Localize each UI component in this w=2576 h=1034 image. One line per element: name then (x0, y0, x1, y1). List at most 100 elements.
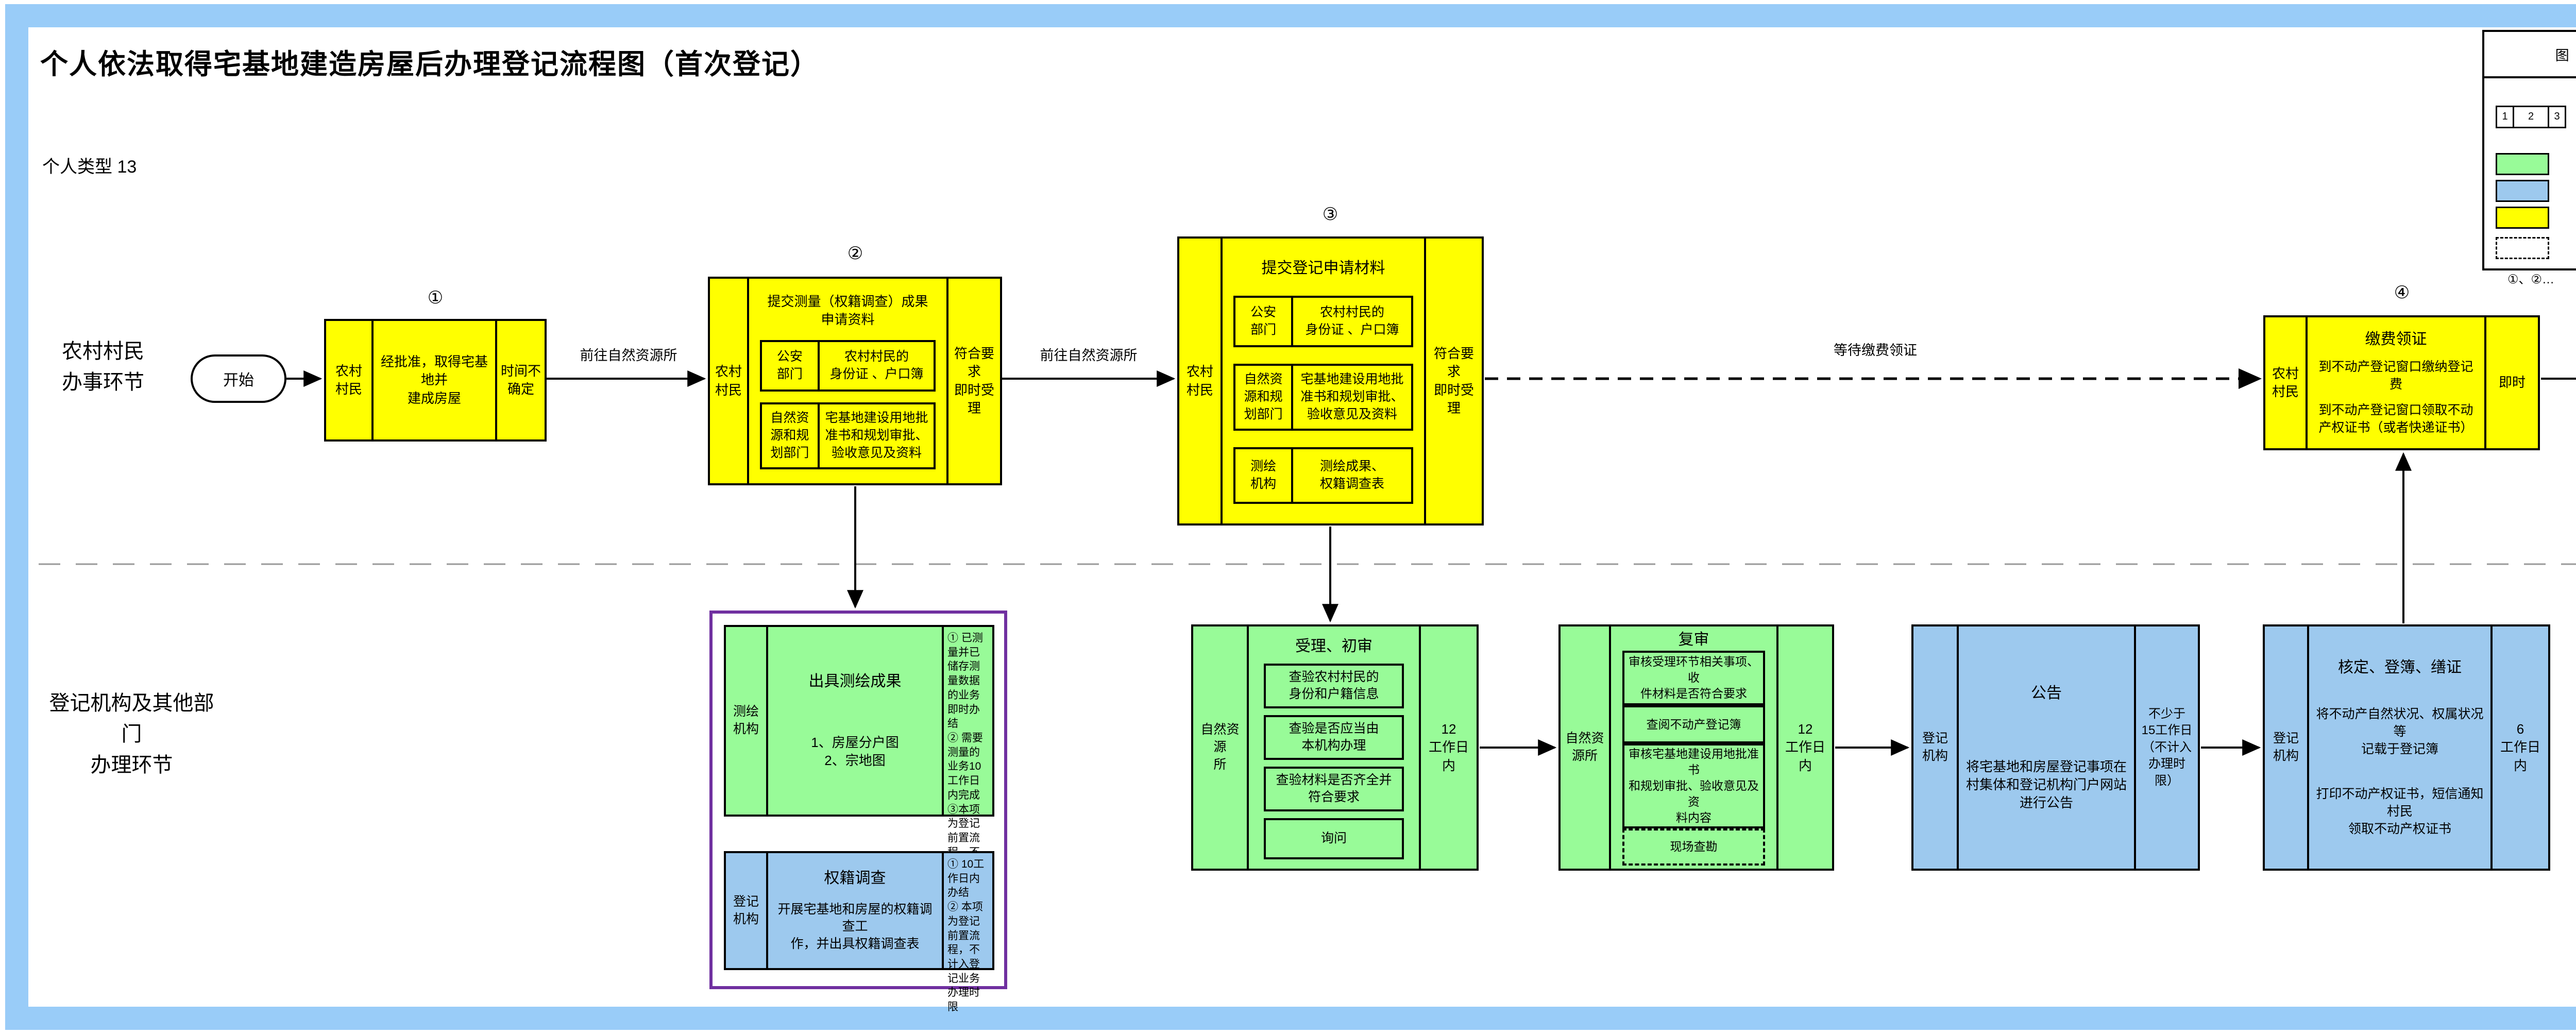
legend-mini-flowbox: 1 2 3 (2496, 105, 2566, 128)
step3-time: 符合要求 即时受理 (1424, 239, 1482, 523)
review-box: 自然资 源所 复审 审核受理环节相关事项、收 件材料是否符合要求 查阅不动产登记… (1558, 624, 1834, 871)
step3-material-1-dept: 自然资 源和规 划部门 (1235, 366, 1294, 429)
step2-material-1-dept: 自然资 源和规 划部门 (762, 404, 820, 467)
legend-mini-2: 2 (2514, 107, 2549, 127)
acceptance-check-1: 查验是否应当由 本机构办理 (1263, 715, 1404, 760)
step3-material-2-item: 测绘成果、 权籍调查表 (1319, 459, 1384, 491)
cadastral-note: ① 10工作日内办结 ② 本项为登记前置流程，不计入登记业务办理时限 (942, 853, 992, 1013)
step2-material-0-item: 农村村民的 身份证 、户口簿 (829, 349, 924, 381)
start-node: 开始 (191, 354, 286, 403)
step3-box: 农村 村民 提交登记申请材料 公安 部门 农村村民的 身份证 、户口簿 自然资 … (1177, 236, 1484, 526)
review-time: 12 工作日 内 (1776, 626, 1832, 869)
review-check-site-optional: 现场查勘 (1622, 828, 1765, 866)
person-type-label: 个人类型 13 (42, 157, 137, 177)
step2-title: 提交测量（权籍调查）成果 申请资料 (767, 294, 928, 328)
review-check-1: 查阅不动产登记簿 (1622, 705, 1765, 744)
announce-content: 将宅基地和房屋登记事项在 村集体和登记机构门户网站 进行公告 (1965, 758, 2127, 810)
review-check-2: 审核宅基地建设用地批准书 和规划审批、验收意见及资 料内容 (1622, 743, 1765, 828)
step4-box: 农村 村民 缴费领证 到不动产登记窗口缴纳登记费 到不动产登记窗口领取不动 产权… (2263, 315, 2540, 450)
step1-time: 时间不 确定 (495, 321, 545, 439)
step3-material-1-item: 宅基地建设用地批准书和规划审批、验收意见及资料 (1300, 372, 1404, 421)
certify-line-0: 将不动产自然状况、权属状况等 记载于登记簿 (2316, 707, 2484, 756)
legend-row-other-dept: 其它部门 (2496, 153, 2576, 176)
certify-time: 6 工作日 内 (2490, 626, 2548, 869)
step1-actor: 农村 村民 (326, 321, 374, 439)
certify-line-1: 打印不动产权证书，短信通知村民 领取不动产权证书 (2316, 787, 2484, 836)
legend-row-seq: ①、②… 办事环节序号 (2496, 269, 2576, 287)
legend-row-optional: 非必要事项，但在特定 情形下需要提交或办理 (2496, 233, 2576, 263)
acceptance-check-2: 查验材料是否齐全并 符合要求 (1263, 766, 1404, 811)
step2-time: 符合要求 即时受理 (946, 279, 1000, 483)
survey-title: 出具测绘成果 (808, 673, 902, 690)
review-check-0: 审核受理环节相关事项、收 件材料是否符合要求 (1622, 650, 1765, 706)
edge-label-wait-fee: 等待缴费领证 (1834, 343, 1917, 358)
lane-label-registry: 登记机构及其他部门 办理环节 (49, 692, 214, 776)
announce-title: 公告 (2031, 685, 2062, 702)
step1-box: 农村 村民 经批准，取得宅基地并 建成房屋 时间不 确定 (324, 319, 547, 442)
cadastral-content: 开展宅基地和房屋的权籍调查工 作，并出具权籍调查表 (777, 902, 933, 952)
legend-swatch-dashed (2496, 237, 2549, 260)
announce-actor: 登记 机构 (1913, 626, 1959, 869)
certify-box: 登记 机构 核定、登簿、缮证 将不动产自然状况、权属状况等 记载于登记簿 打印不… (2263, 624, 2550, 871)
step4-time: 即时 (2484, 317, 2538, 448)
step2-material-row: 自然资 源和规 划部门 宅基地建设用地批准书和规划审批、验收意见及资料 (759, 402, 936, 469)
seq-2: ② (847, 244, 863, 263)
legend-swatch-green (2496, 153, 2549, 176)
start-label: 开始 (223, 372, 254, 389)
step3-material-2-dept: 测绘 机构 (1235, 449, 1294, 502)
step4-actor: 农村 村民 (2265, 317, 2308, 448)
survey-content: 1、房屋分户图 2、宗地图 (811, 735, 899, 769)
acceptance-box: 自然资源 所 受理、初审 查验农村村民的 身份和户籍信息 查验是否应当由 本机构… (1191, 624, 1479, 871)
announce-box: 登记 机构 公告 将宅基地和房屋登记事项在 村集体和登记机构门户网站 进行公告 … (1911, 624, 2200, 871)
step4-line-0: 到不动产登记窗口缴纳登记费 (2318, 359, 2473, 392)
step3-material-row: 公安 部门 农村村民的 身份证 、户口簿 (1233, 296, 1413, 347)
step3-actor: 农村 村民 (1179, 239, 1223, 523)
legend-swatch-yellow (2496, 207, 2549, 229)
cadastral-box: 登记 机构 权籍调查 开展宅基地和房屋的权籍调查工 作，并出具权籍调查表 ① 1… (724, 851, 994, 1013)
acceptance-actor: 自然资源 所 (1193, 626, 1249, 869)
cadastral-title: 权籍调查 (824, 870, 886, 887)
legend-row-registry: 登记机构 (2496, 180, 2576, 202)
step2-actor: 农村 村民 (710, 279, 749, 483)
lane-label-villager: 农村村民 办事环节 (62, 340, 144, 394)
legend-row-items: 1 2 3 办理事项： 1、主体 2、事项内容 3、时间或说明 (2496, 88, 2576, 146)
legend-mini-1: 1 (2497, 107, 2514, 127)
certify-title: 核定、登簿、缮证 (2338, 658, 2462, 676)
survey-note: ① 已测量并已储存测量数据的业务即时办结 ② 需要测量的业务10工作日内完成 ③… (942, 627, 992, 916)
legend: 图 例 1 2 3 办理事项： 1、主体 2、事项内容 3、时间或说明 其它部门… (2482, 30, 2576, 286)
step2-material-0-dept: 公安 部门 (762, 342, 820, 389)
step3-material-row: 测绘 机构 测绘成果、 权籍调查表 (1233, 447, 1413, 504)
step2-material-1-item: 宅基地建设用地批准书和规划审批、验收意见及资料 (825, 411, 928, 460)
step3-title: 提交登记申请材料 (1261, 260, 1385, 277)
legend-seq-symbols: ①、②… (2507, 273, 2555, 287)
acceptance-check-3: 询问 (1263, 818, 1404, 859)
step2-box: 农村 村民 提交测量（权籍调查）成果 申请资料 公安 部门 农村村民的 身份证 … (708, 277, 1002, 485)
legend-mini-3: 3 (2554, 111, 2560, 123)
step3-material-row: 自然资 源和规 划部门 宅基地建设用地批准书和规划审批、验收意见及资料 (1233, 364, 1413, 431)
seq-1: ① (427, 288, 444, 308)
survey-actor: 测绘 机构 (726, 627, 768, 815)
step4-title: 缴费领证 (2365, 330, 2427, 348)
edge-label-goto-office-1: 前往自然资源所 (580, 348, 677, 363)
acceptance-title: 受理、初审 (1295, 637, 1372, 655)
step3-material-0-dept: 公安 部门 (1235, 298, 1294, 345)
acceptance-check-0: 查验农村村民的 身份和户籍信息 (1263, 663, 1404, 708)
announce-time: 不少于 15工作日 （不计入 办理时 限） (2134, 626, 2198, 869)
cadastral-actor: 登记 机构 (726, 853, 768, 968)
seq-3: ③ (1322, 205, 1338, 224)
acceptance-time: 12 工作日 内 (1419, 626, 1477, 869)
legend-row-step: 办事环节 (2496, 207, 2576, 229)
step4-line-1: 到不动产登记窗口领取不动 产权证书（或者快递证书） (2318, 402, 2473, 435)
step2-material-row: 公安 部门 农村村民的 身份证 、户口簿 (759, 340, 936, 392)
step1-content: 经批准，取得宅基地并 建成房屋 (380, 354, 488, 406)
survey-box: 测绘 机构 出具测绘成果 1、房屋分户图 2、宗地图 ① 已测量并已储存测量数据… (724, 625, 994, 916)
edge-label-goto-office-2: 前往自然资源所 (1040, 348, 1138, 363)
page-title: 个人依法取得宅基地建造房屋后办理登记流程图（首次登记） (40, 49, 819, 80)
legend-swatch-blue (2496, 180, 2549, 202)
review-title: 复审 (1678, 631, 1709, 648)
legend-title: 图 例 (2484, 32, 2576, 78)
review-actor: 自然资 源所 (1561, 626, 1611, 869)
seq-4: ④ (2394, 283, 2410, 302)
step3-material-0-item: 农村村民的 身份证 、户口簿 (1305, 305, 1399, 337)
